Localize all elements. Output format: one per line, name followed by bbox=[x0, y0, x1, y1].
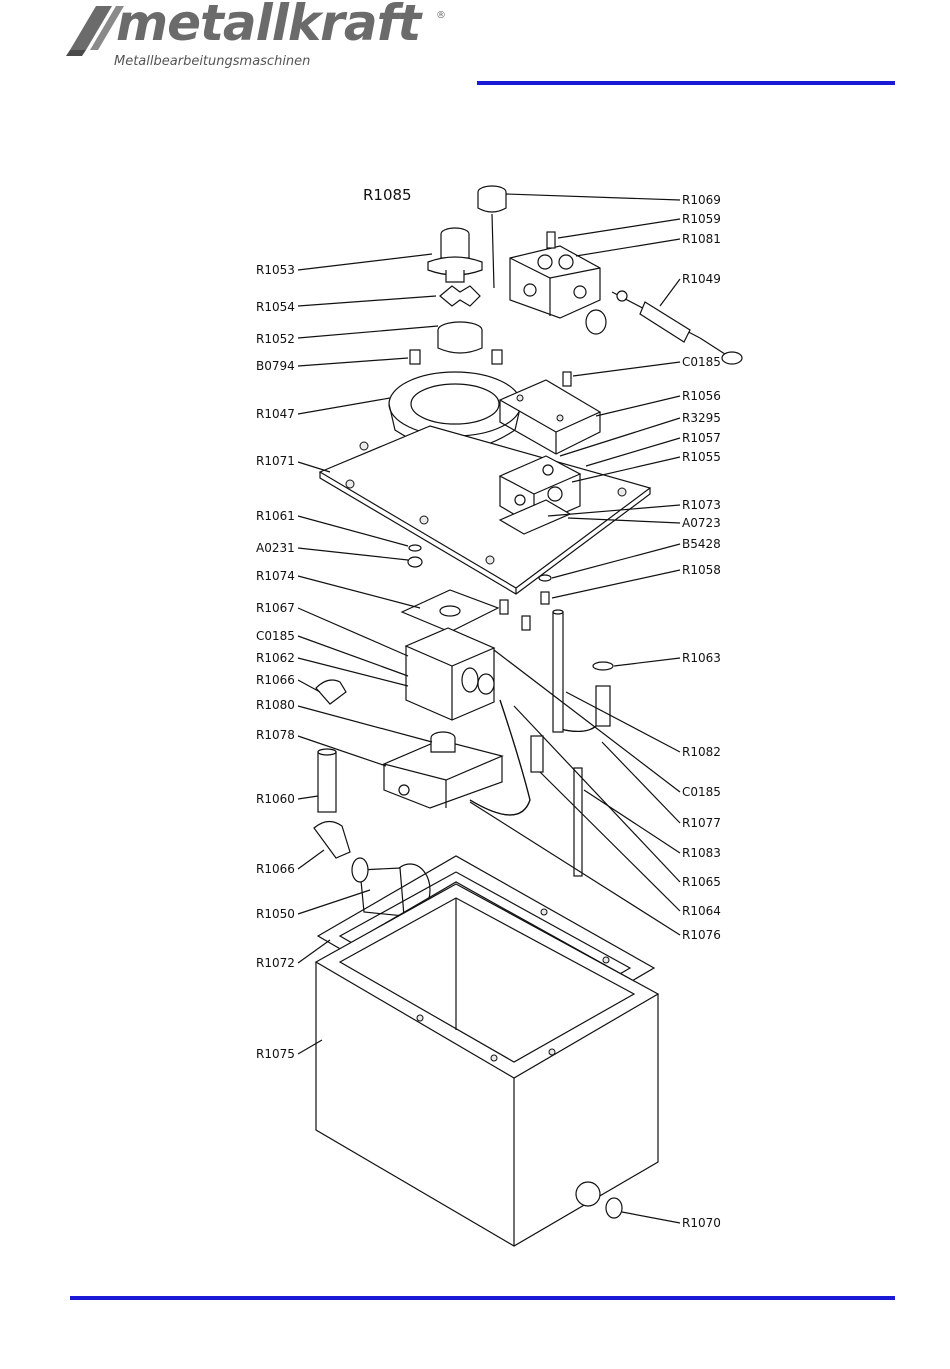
callout-label: R1059 bbox=[682, 212, 721, 226]
motor-adapter-part bbox=[428, 228, 482, 282]
leader-line bbox=[586, 438, 680, 466]
callout-label: R1057 bbox=[682, 431, 721, 445]
callout-label: R1075 bbox=[256, 1047, 295, 1061]
leader-line bbox=[298, 658, 408, 686]
callout-label: R1061 bbox=[256, 509, 295, 523]
leader-line bbox=[566, 692, 680, 752]
callout-label: C0185 bbox=[682, 355, 721, 369]
leader-line bbox=[506, 194, 680, 200]
leader-line bbox=[298, 850, 324, 869]
leader-line bbox=[573, 362, 680, 376]
leader-line bbox=[298, 548, 408, 560]
callout-label: R1062 bbox=[256, 651, 295, 665]
leader-line bbox=[298, 636, 408, 676]
callout-label: R1052 bbox=[256, 332, 295, 346]
callout-label: A0231 bbox=[256, 541, 295, 555]
callout-label: R1049 bbox=[682, 272, 721, 286]
pump-manifold-part bbox=[384, 732, 502, 808]
callout-label: B0794 bbox=[256, 359, 295, 373]
leader-line bbox=[298, 576, 420, 608]
callout-label: R1065 bbox=[682, 875, 721, 889]
callout-label: R1073 bbox=[682, 498, 721, 512]
leader-line bbox=[298, 680, 320, 692]
callout-label: R1071 bbox=[256, 454, 295, 468]
leader-line bbox=[298, 608, 408, 656]
leader-line bbox=[298, 254, 432, 270]
callout-label: R1083 bbox=[682, 846, 721, 860]
callout-label: R1060 bbox=[256, 792, 295, 806]
callout-label: R1053 bbox=[256, 263, 295, 277]
callout-label: A0723 bbox=[682, 516, 721, 530]
callout-label: R3295 bbox=[682, 411, 721, 425]
valve-block-part bbox=[510, 232, 606, 334]
leader-line bbox=[560, 418, 680, 456]
leader-line bbox=[552, 544, 680, 578]
leader-line bbox=[552, 570, 680, 598]
leader-line bbox=[572, 457, 680, 482]
callout-label: R1080 bbox=[256, 698, 295, 712]
callout-label: R1070 bbox=[682, 1216, 721, 1230]
assembly-label: R1085 bbox=[363, 186, 412, 204]
oil-tank-part bbox=[316, 884, 658, 1246]
leader-line bbox=[622, 1212, 680, 1223]
callout-label: B5428 bbox=[682, 537, 721, 551]
callout-label: R1076 bbox=[682, 928, 721, 942]
callout-label: R1074 bbox=[256, 569, 295, 583]
leader-line bbox=[298, 736, 386, 766]
callout-label: C0185 bbox=[682, 785, 721, 799]
callout-label: R1067 bbox=[256, 601, 295, 615]
leader-line bbox=[298, 796, 318, 799]
callout-label: R1069 bbox=[682, 193, 721, 207]
callout-label: R1047 bbox=[256, 407, 295, 421]
leader-line bbox=[298, 462, 330, 472]
leader-line bbox=[298, 296, 436, 306]
callout-label: R1066 bbox=[256, 862, 295, 876]
callout-label: R1064 bbox=[682, 904, 721, 918]
leader-line bbox=[514, 706, 680, 882]
leader-line bbox=[596, 396, 680, 416]
pipe-sleeve-part bbox=[318, 749, 336, 812]
leader-line bbox=[298, 706, 432, 742]
pump-body-part bbox=[406, 628, 494, 720]
leader-line bbox=[660, 279, 680, 306]
callout-label: R1058 bbox=[682, 563, 721, 577]
leader-line bbox=[576, 239, 680, 256]
lever-handle-part bbox=[612, 291, 742, 364]
base-plate-part bbox=[320, 426, 650, 594]
pump-gasket-part bbox=[402, 590, 498, 632]
callout-label: C0185 bbox=[256, 629, 295, 643]
washer-nut-part bbox=[408, 545, 422, 567]
part-drawings bbox=[314, 186, 742, 1246]
callout-label: R1082 bbox=[682, 745, 721, 759]
callout-label: R1066 bbox=[256, 673, 295, 687]
leader-line bbox=[298, 398, 390, 414]
callout-label: R1055 bbox=[682, 450, 721, 464]
leader-line bbox=[614, 658, 680, 666]
callout-label: R1072 bbox=[256, 956, 295, 970]
filler-cap-part bbox=[478, 186, 506, 288]
leader-line bbox=[298, 1040, 322, 1054]
callout-label: R1054 bbox=[256, 300, 295, 314]
leader-line bbox=[584, 790, 680, 853]
coupling-half-part bbox=[438, 322, 482, 353]
callout-label: R1050 bbox=[256, 907, 295, 921]
callout-label: R1081 bbox=[682, 232, 721, 246]
callout-label: R1078 bbox=[256, 728, 295, 742]
callout-label: R1077 bbox=[682, 816, 721, 830]
coupling-spider-part bbox=[440, 286, 480, 306]
callout-label: R1056 bbox=[682, 389, 721, 403]
leader-line bbox=[558, 219, 680, 238]
leader-line bbox=[298, 358, 408, 366]
leader-line bbox=[298, 326, 438, 338]
callout-label: R1063 bbox=[682, 651, 721, 665]
leader-line bbox=[298, 890, 370, 914]
